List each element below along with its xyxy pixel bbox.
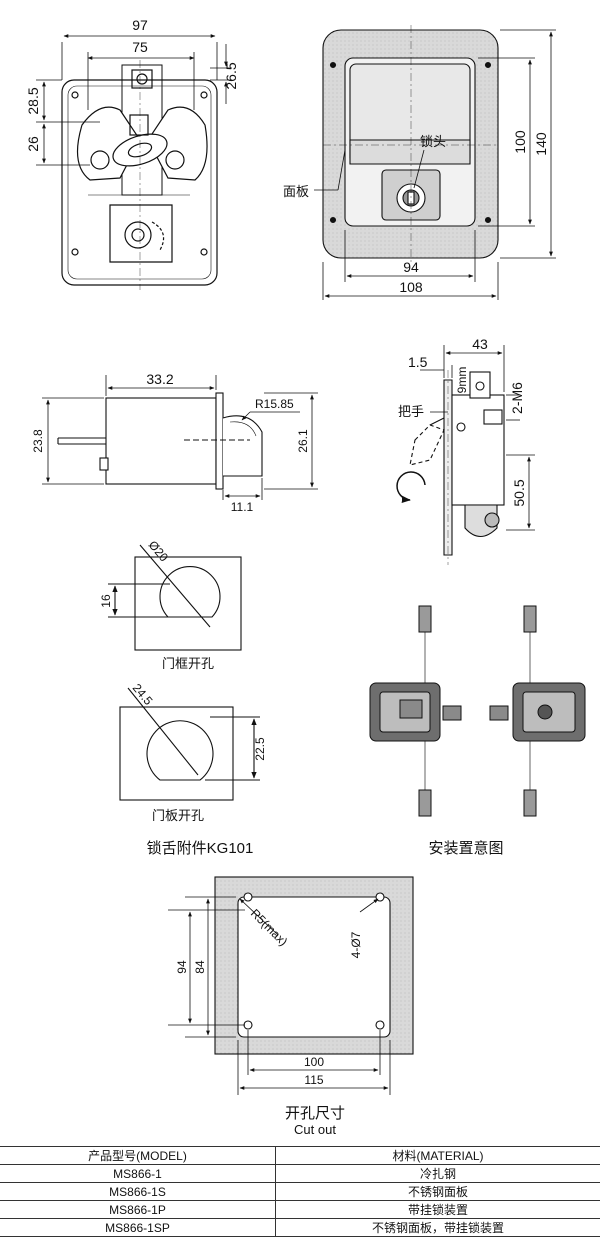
- dim-door-dia: 24.5: [130, 681, 156, 708]
- cell-material: 不锈钢面板: [275, 1182, 600, 1201]
- dim-width-inner: 75: [132, 39, 148, 55]
- header-material: 材料(MATERIAL): [275, 1146, 600, 1165]
- table-row: MS866-1S 不锈钢面板: [0, 1182, 600, 1201]
- dim-tongue-length: 33.2: [146, 371, 173, 387]
- cell-material: 冷扎钢: [275, 1164, 600, 1183]
- label-handle: 把手: [398, 404, 424, 419]
- table-row: MS866-1 冷扎钢: [0, 1164, 600, 1183]
- cell-model: MS866-1: [0, 1164, 276, 1183]
- dim-side-thickness: 1.5: [408, 354, 428, 370]
- dim-inner-h: 100: [512, 130, 528, 154]
- label-lock-head: 锁头: [420, 134, 446, 149]
- label-panel: 面板: [283, 184, 309, 199]
- cell-material: 不锈钢面板，带挂锁装置: [275, 1218, 600, 1237]
- frame-hole: [108, 544, 242, 651]
- caption-tongue-set: 锁舌附件KG101: [147, 840, 254, 857]
- dim-width-outer: 97: [132, 17, 148, 33]
- door-hole: [119, 687, 260, 801]
- cutout-title-en: Cut out: [294, 1122, 336, 1137]
- dim-outer-h: 140: [533, 132, 549, 156]
- cell-model: MS866-1SP: [0, 1218, 276, 1237]
- table-row: MS866-1P 带挂锁装置: [0, 1200, 600, 1219]
- dim-frame-h: 16: [99, 594, 113, 608]
- cell-material: 带挂锁装置: [275, 1200, 600, 1219]
- cell-model: MS866-1S: [0, 1182, 276, 1201]
- dim-tongue-offset: 11.1: [231, 500, 254, 514]
- dim-tongue-radius: R15.85: [255, 397, 294, 411]
- side-view-dimensions: [420, 345, 535, 531]
- side-view: [396, 370, 505, 565]
- dim-inner-w: 94: [403, 259, 419, 275]
- dim-side-height: 50.5: [511, 479, 527, 506]
- caption-frame-hole: 门框开孔: [162, 656, 214, 671]
- caption-door-hole: 门板开孔: [152, 808, 204, 823]
- cutout-title-cn: 开孔尺寸: [285, 1105, 345, 1122]
- dim-height-top: 26.5: [223, 62, 239, 89]
- dim-cutout-outer-w: 115: [304, 1073, 323, 1087]
- dim-cutout-inner-w: 100: [304, 1055, 324, 1069]
- front-panel-view: [322, 25, 499, 262]
- rear-view-dimensions: [36, 34, 232, 166]
- dim-left-b: 26: [25, 136, 41, 152]
- dim-tongue-h-left: 23.8: [31, 429, 45, 453]
- dim-door-h: 22.5: [253, 737, 267, 761]
- dim-side-thread: 2-M6: [509, 382, 525, 414]
- dim-cutout-inner-h: 84: [193, 960, 207, 974]
- install-diagram: [369, 605, 586, 817]
- tongue-dimensions: [42, 375, 318, 500]
- caption-install: 安装置意图: [428, 839, 503, 857]
- header-model: 产品型号(MODEL): [0, 1146, 276, 1165]
- tongue-view: [57, 392, 263, 490]
- dim-cutout-outer-h: 94: [175, 960, 189, 974]
- dim-left-a: 28.5: [25, 87, 41, 114]
- technical-drawing: 97 75 26.5 28.5 26 94 108 100 140 锁头 面板: [25, 17, 586, 1137]
- cutout-dimensions: [168, 896, 391, 1095]
- dim-side-nine: 9mm: [455, 367, 469, 394]
- dim-side-depth: 43: [472, 336, 488, 352]
- cell-model: MS866-1P: [0, 1200, 276, 1219]
- dim-tongue-h-right: 26.1: [296, 429, 310, 453]
- table-header-row: 产品型号(MODEL) 材料(MATERIAL): [0, 1146, 600, 1165]
- rear-view: [61, 60, 218, 290]
- table-row: MS866-1SP 不锈钢面板，带挂锁装置: [0, 1218, 600, 1237]
- spec-table: 产品型号(MODEL) 材料(MATERIAL) MS866-1 冷扎钢 MS8…: [0, 1146, 600, 1237]
- front-panel-dimensions: [314, 29, 556, 300]
- dim-outer-w: 108: [399, 279, 423, 295]
- dim-cutout-holes: 4-Ø7: [349, 931, 363, 958]
